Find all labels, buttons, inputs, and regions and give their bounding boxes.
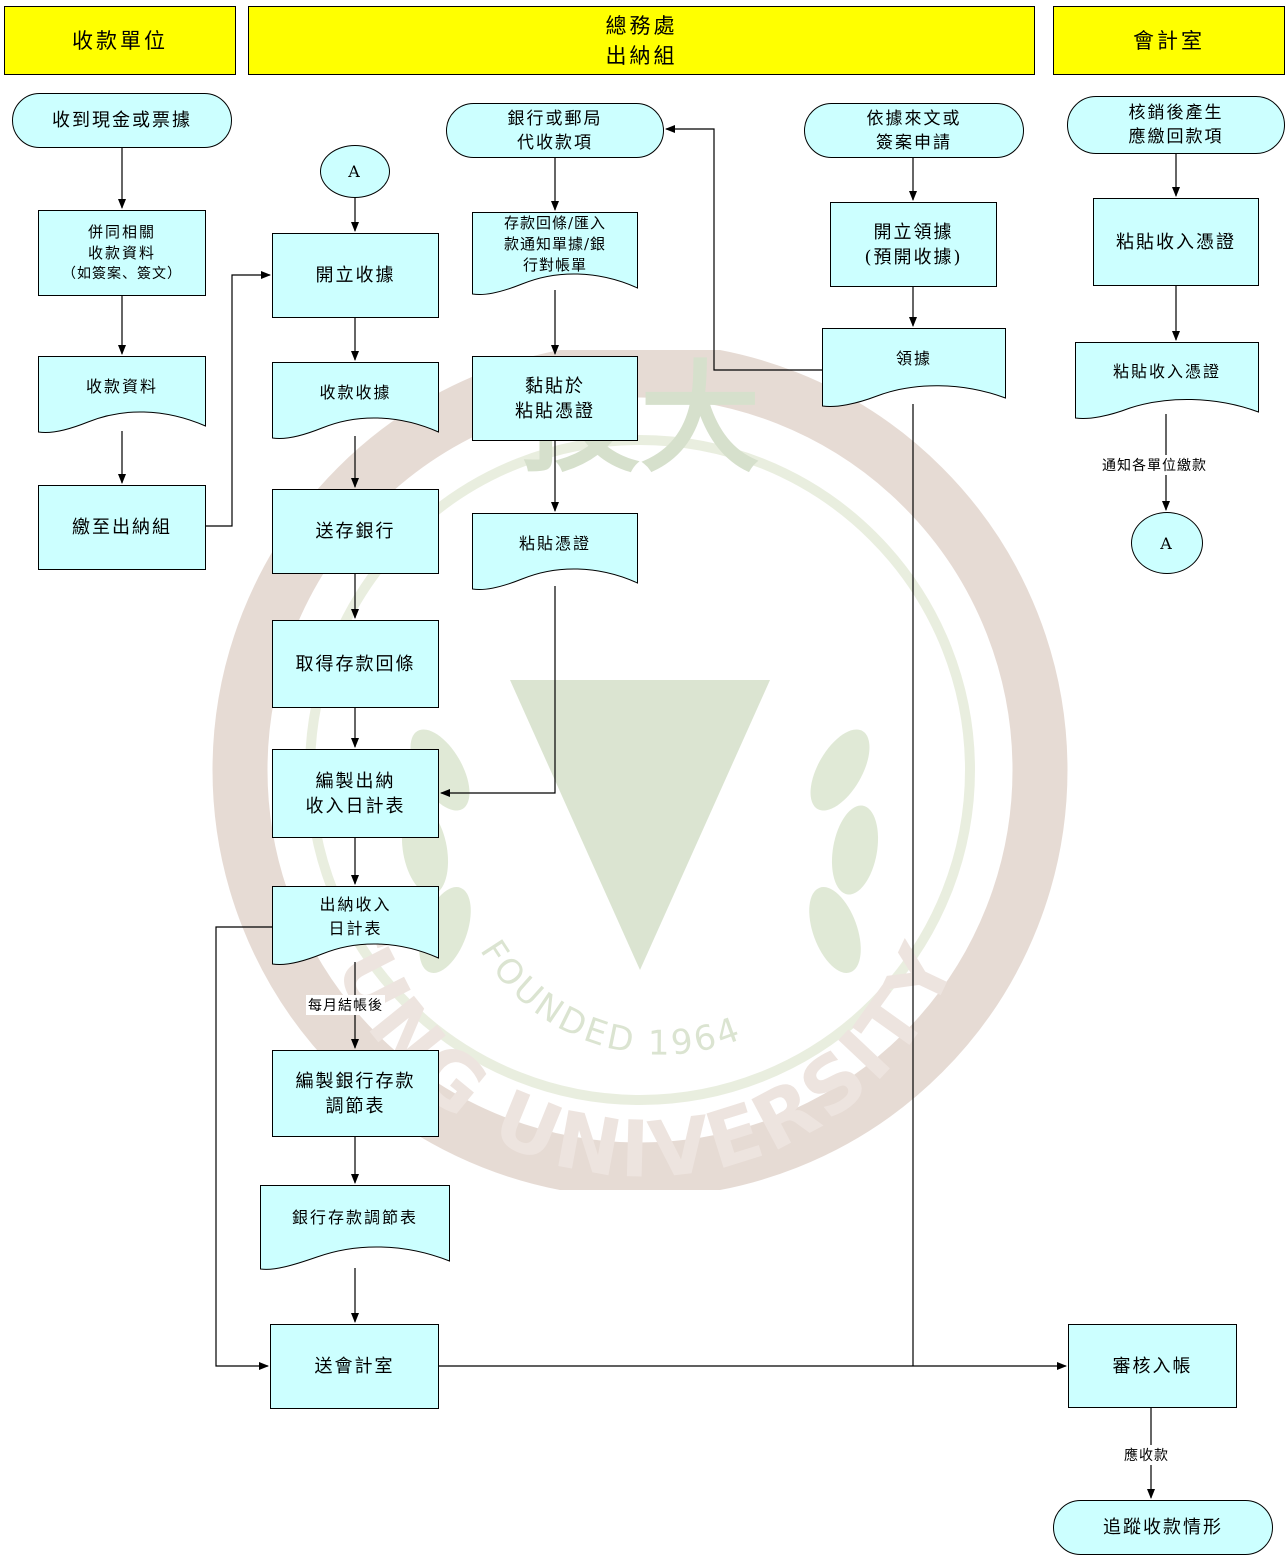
connector-a-top-text: A — [348, 162, 362, 181]
paste-doc-text: 粘貼憑證 — [518, 534, 591, 553]
bank-post-line2: 代收款項 — [517, 132, 593, 153]
header-collect-unit-text: 收款單位 — [72, 28, 168, 53]
issue-receipt-text: 開立收據 — [315, 265, 396, 286]
end-track: 追蹤收款情形 — [1053, 1500, 1273, 1555]
connector-a-top: A — [320, 145, 390, 198]
daily-doc-line2: 日計表 — [328, 919, 383, 938]
track-text: 追蹤收款情形 — [1103, 1517, 1223, 1538]
deposit-bank-text: 送存銀行 — [315, 521, 396, 542]
process-paste-income: 粘貼收入憑證 — [1093, 198, 1259, 286]
deposit-doc-line3: 行對帳單 — [522, 255, 587, 274]
process-reconciliation: 編製銀行存款 調節表 — [272, 1050, 439, 1137]
start-receive-cash: 收到現金或票據 — [12, 93, 232, 148]
process-issue-receipt: 開立收據 — [272, 233, 439, 318]
issue-pre-line1: 開立領據 — [873, 221, 954, 243]
header-accounting-text: 會計室 — [1133, 28, 1205, 53]
attach-info-line2: 收款資料 — [87, 243, 156, 262]
doc-receipt-claim: 領據 — [822, 328, 1006, 410]
process-review: 審核入帳 — [1068, 1324, 1237, 1408]
header-accounting: 會計室 — [1053, 6, 1285, 75]
doc-collect-data: 收款資料 — [38, 356, 206, 436]
process-deposit-bank: 送存銀行 — [272, 489, 439, 574]
pay-cashier-text: 繳至出納組 — [72, 517, 172, 538]
start-writeoff: 核銷後產生 應繳回款項 — [1067, 96, 1285, 154]
connector-a-bottom-text: A — [1160, 533, 1174, 553]
process-get-slip: 取得存款回條 — [272, 620, 439, 708]
header-general-affairs: 總務處 出納組 — [248, 6, 1035, 75]
header-general-affairs-text: 總務處 — [605, 13, 678, 38]
process-daily-report: 編製出納 收入日計表 — [272, 749, 439, 838]
process-pay-cashier: 繳至出納組 — [38, 485, 206, 570]
attach-info-line1: 併同相關 — [87, 222, 156, 241]
start-by-document: 依據來文或 簽案申請 — [804, 103, 1024, 158]
doc-deposit-slip: 存款回條/匯入 款通知單據/銀 行對帳單 — [472, 212, 638, 298]
process-attach-info: 併同相關 收款資料 （如簽案、簽文） — [38, 210, 206, 296]
paste-income-doc-text: 粘貼收入憑證 — [1112, 362, 1221, 381]
label-notify: 通知各單位繳款 — [1100, 455, 1209, 475]
paste-line1: 黏貼於 — [525, 375, 585, 397]
collect-data-text: 收款資料 — [85, 377, 158, 396]
doc-paste-income: 粘貼收入憑證 — [1075, 342, 1259, 420]
doc-reconciliation: 銀行存款調節表 — [260, 1185, 450, 1273]
bank-post-line1: 銀行或郵局 — [507, 108, 603, 129]
daily-report-line2: 收入日計表 — [305, 795, 406, 817]
paste-income-text: 粘貼收入憑證 — [1116, 231, 1236, 253]
header-collect-unit: 收款單位 — [4, 6, 236, 75]
review-text: 審核入帳 — [1112, 1355, 1193, 1377]
receipt-doc-text: 收款收據 — [319, 383, 392, 402]
by-doc-line1: 依據來文或 — [866, 108, 962, 129]
label-monthly: 每月結帳後 — [306, 995, 385, 1015]
daily-report-line1: 編製出納 — [315, 770, 396, 792]
deposit-doc-line2: 款通知單據/銀 — [503, 234, 607, 253]
writeoff-line1: 核銷後產生 — [1128, 103, 1224, 123]
get-slip-text: 取得存款回條 — [295, 653, 416, 675]
issue-pre-line2: (預開收據) — [864, 246, 963, 268]
start-bank-post: 銀行或郵局 代收款項 — [446, 103, 664, 158]
daily-doc-line1: 出納收入 — [319, 895, 392, 914]
send-accounting-text: 送會計室 — [314, 1356, 395, 1377]
doc-paste-voucher: 粘貼憑證 — [472, 513, 638, 593]
process-issue-prereceipt: 開立領據 (預開收據) — [830, 202, 997, 287]
deposit-doc-line1: 存款回條/匯入 — [503, 213, 607, 232]
paste-line2: 粘貼憑證 — [515, 400, 595, 422]
attach-info-line3: （如簽案、簽文） — [62, 265, 182, 282]
recon-line1: 編製銀行存款 — [295, 1070, 416, 1092]
doc-receipt: 收款收據 — [272, 362, 439, 442]
recon-line2: 調節表 — [325, 1095, 386, 1117]
doc-daily-report: 出納收入 日計表 — [272, 886, 439, 968]
by-doc-line2: 簽案申請 — [876, 132, 952, 153]
header-cashier-text: 出納組 — [605, 43, 678, 68]
connector-a-bottom: A — [1131, 512, 1203, 574]
label-receivable: 應收款 — [1122, 1445, 1171, 1465]
start-receive-cash-text: 收到現金或票據 — [52, 110, 192, 131]
recon-doc-text: 銀行存款調節表 — [291, 1208, 418, 1227]
process-paste: 黏貼於 粘貼憑證 — [472, 356, 638, 441]
receipt-claim-text: 領據 — [895, 349, 932, 368]
process-send-accounting: 送會計室 — [270, 1324, 439, 1409]
writeoff-line2: 應繳回款項 — [1128, 127, 1224, 147]
